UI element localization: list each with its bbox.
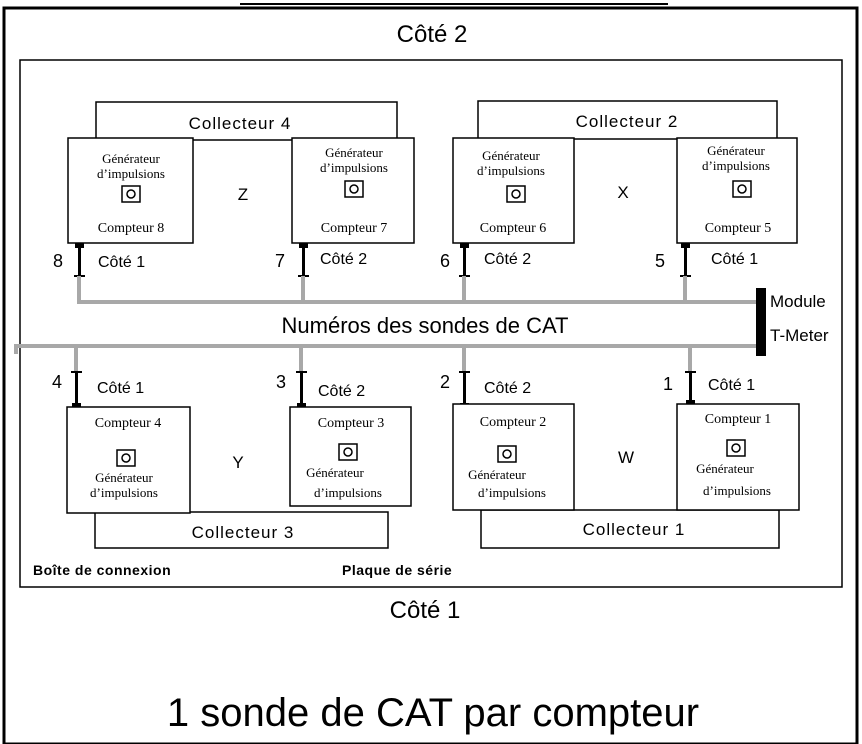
probe-4-number: 4 [52,372,62,392]
meter-3-pulse-icon [338,443,358,461]
zone-w-label: W [618,448,634,467]
meter-6-gen-line2: d’impulsions [477,163,545,178]
probe-6-number: 6 [440,251,450,271]
probe-8-number: 8 [53,251,63,271]
meter-8-pulse-icon-dot [126,189,136,199]
module-label-line1: Module [770,292,826,311]
meter-2-gen-line1: Générateur [468,467,526,482]
probe-2-number: 2 [440,372,450,392]
meter-8-gen-line2: d’impulsions [97,166,165,181]
meter-1-gen-line2: d’impulsions [703,483,771,498]
probe-7-side: Côté 2 [320,251,367,268]
collector-2-box [477,100,778,140]
meter-2-label: Compteur 2 [480,415,547,430]
collector-4-box [95,101,398,141]
meter-3-label: Compteur 3 [318,416,385,431]
probe-5-side: Côté 1 [711,251,758,268]
probe-3-side: Côté 2 [318,383,365,400]
meter-2-pulse-icon-dot [502,449,512,459]
collector-1-box [480,509,780,549]
probe-1-side: Côté 1 [708,377,755,394]
collector-3-label: Collecteur 3 [192,523,295,542]
meter-3-gen-line1: Générateur [306,465,364,480]
lower-bus [14,344,760,372]
collector-1-label: Collecteur 1 [583,520,686,539]
collector-3-box [94,511,389,549]
meter-2-gen-line2: d’impulsions [478,485,546,500]
meter-7-pulse-icon-dot [349,184,359,194]
meter-1-box [676,403,800,511]
probe-2-side: Côté 2 [484,380,531,397]
meter-3-gen-line2: d’impulsions [314,485,382,500]
meter-1-label: Compteur 1 [705,412,772,427]
bottom-side-label: Côté 1 [390,597,461,624]
meter-6-gen-line1: Générateur [482,148,540,163]
meter-4-pulse-icon-dot [121,453,131,463]
zone-x-label: X [617,183,628,202]
probe-6-side: Côté 2 [484,251,531,268]
meter-5-gen-line2: d’impulsions [702,158,770,173]
meter-1-gen-line1: Générateur [696,461,754,476]
meter-4-label: Compteur 4 [95,416,162,431]
meter-6-pulse-icon [506,185,526,203]
probe-8-side: Côté 1 [98,254,145,271]
caption: 1 sonde de CAT par compteur [167,691,699,735]
meter-7-pulse-icon [344,180,364,198]
meter-4-pulse-icon [116,449,136,467]
probe-4-side: Côté 1 [97,380,144,397]
module-label-line2: T-Meter [770,326,829,345]
meter-5-gen-line1: Générateur [707,143,765,158]
probe-5-number: 5 [655,251,665,271]
meter-4-gen-line1: Générateur [95,470,153,485]
probe-3-icon [296,371,307,408]
zone-z-label: Z [238,185,248,204]
meter-5-pulse-icon-dot [737,184,747,194]
probe-1-icon [685,371,696,405]
series-plate-label: Plaque de série [342,562,452,578]
center-label: Numéros des sondes de CAT [282,313,569,338]
probe-7-number: 7 [275,251,285,271]
meter-7-label: Compteur 7 [321,221,388,236]
meter-5-pulse-icon [732,180,752,198]
collector-2-label: Collecteur 2 [576,112,679,131]
meter-1-pulse-icon [726,439,746,457]
meter-6-label: Compteur 6 [480,221,547,236]
meter-3-pulse-icon-dot [343,447,353,457]
zone-y-label: Y [232,453,243,472]
meter-2-pulse-icon [497,445,517,463]
probe-3-number: 3 [276,372,286,392]
meter-4-gen-line2: d’impulsions [90,485,158,500]
probe-1-number: 1 [663,374,673,394]
meter-7-gen-line2: d’impulsions [320,160,388,175]
meter-1-pulse-icon-dot [731,443,741,453]
t-meter-module [756,288,766,356]
probe-4-icon [71,371,82,408]
meter-8-pulse-icon [121,185,141,203]
meter-5-label: Compteur 5 [705,221,772,236]
meter-6-pulse-icon-dot [511,189,521,199]
collector-4-label: Collecteur 4 [189,114,292,133]
upper-bus [77,276,760,304]
top-side-label: Côté 2 [397,21,468,48]
junction-box-label: Boîte de connexion [33,562,171,578]
meter-7-gen-line1: Générateur [325,145,383,160]
meter-8-gen-line1: Générateur [102,151,160,166]
meter-8-label: Compteur 8 [98,221,165,236]
